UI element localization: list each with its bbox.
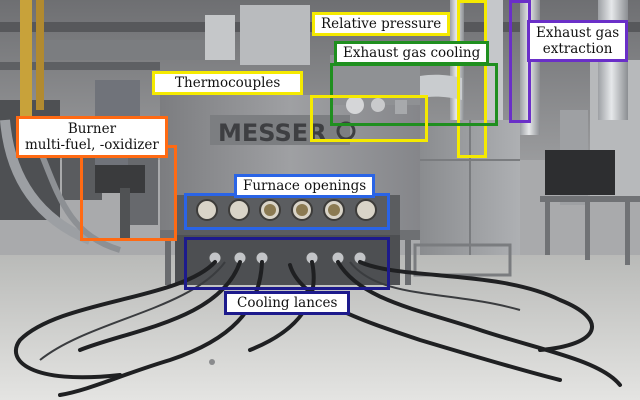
- exhaust-gas-cooling-label: Exhaust gas cooling: [334, 41, 490, 65]
- burner-label: Burner multi-fuel, -oxidizer: [16, 116, 168, 158]
- burner-line-2: multi-fuel, -oxidizer: [25, 137, 159, 153]
- exhaust-gas-extraction-line-1: Exhaust gas: [536, 25, 620, 41]
- brand-plate-text: MESSER: [218, 119, 327, 147]
- burner-highlight: [80, 145, 177, 241]
- exhaust-gas-extraction-label: Exhaust gas extraction: [527, 20, 629, 62]
- cooling-lances-label: Cooling lances: [224, 291, 351, 315]
- relative-pressure-highlight: [457, 0, 487, 158]
- thermocouples-highlight: [310, 95, 428, 142]
- furnace-openings-highlight: [184, 193, 390, 230]
- furnace-openings-label: Furnace openings: [234, 174, 376, 198]
- exhaust-gas-extraction-line-2: extraction: [542, 41, 613, 57]
- thermocouples-label: Thermocouples: [152, 71, 304, 95]
- burner-line-1: Burner: [67, 121, 117, 137]
- cooling-lances-highlight: [184, 237, 390, 290]
- relative-pressure-label: Relative pressure: [312, 12, 451, 36]
